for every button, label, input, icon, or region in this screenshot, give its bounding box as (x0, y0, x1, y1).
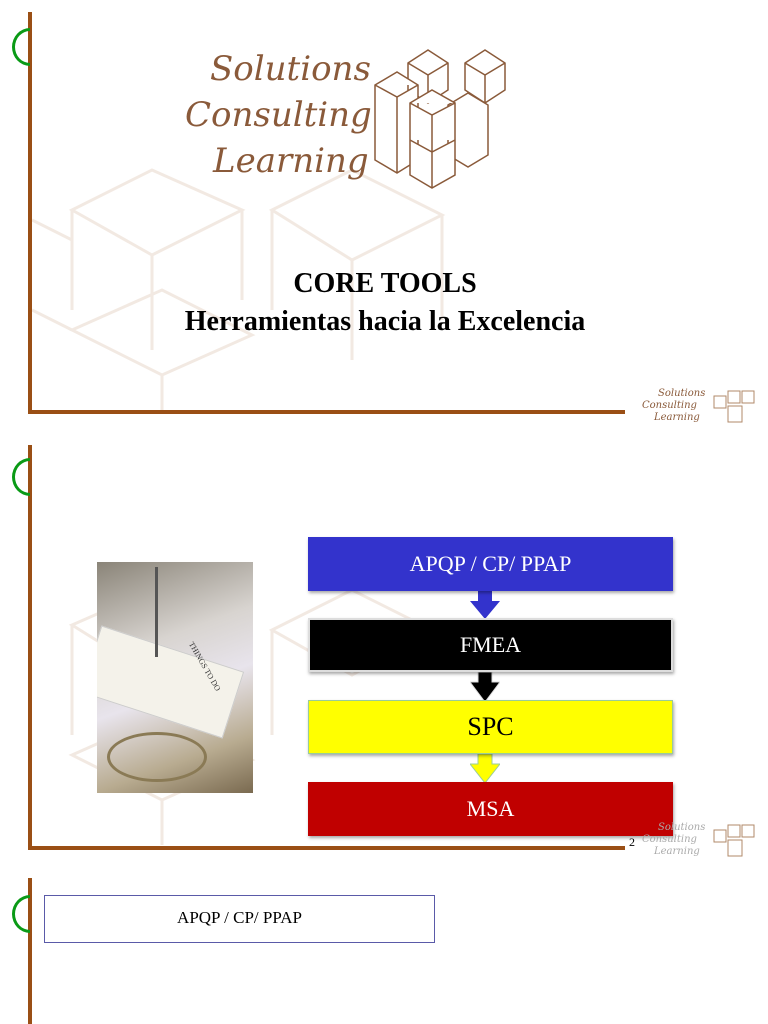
flow-step-label: FMEA (459, 632, 522, 657)
frame-vertical-line (28, 445, 32, 850)
flow-step-label: SPC (467, 712, 514, 741)
arrow-down-icon (470, 672, 500, 702)
page-number: 2 (629, 835, 635, 849)
logo-text-learning: Learning (213, 141, 369, 181)
background-cubes (32, 168, 446, 410)
footer-logo: Solutions Consulting Learning (640, 388, 760, 426)
frame-horizontal-line (28, 846, 625, 850)
flow-step-label: APQP / CP/ PPAP (409, 551, 572, 576)
footer-logo-cubes-icon (713, 390, 755, 423)
frame-horizontal-line (28, 410, 625, 414)
paper-pad (97, 625, 245, 739)
footer-logo-text: Learning (654, 846, 700, 857)
slide-subtitle: Herramientas hacia la Excelencia (184, 306, 586, 337)
logo-text-solutions: Solutions (210, 49, 371, 89)
footer-logo-text: Learning (654, 412, 700, 423)
slide-title: CORE TOOLS (293, 268, 477, 299)
flow-step-msa: MSA (308, 782, 673, 836)
footer-logo: Solutions Consulting Learning (640, 822, 760, 860)
spiral-base (107, 732, 207, 782)
flow-step-spc: SPC (308, 700, 673, 754)
heading-box-label: APQP / CP/ PPAP (177, 908, 302, 927)
logo-cubes-icon (374, 49, 506, 189)
frame-vertical-line (28, 12, 32, 414)
frame-vertical-line (28, 878, 32, 1024)
flow-step-label: MSA (466, 796, 515, 821)
flow-step-fmea: FMEA (308, 618, 673, 672)
company-logo: Solutions Consulting Learning (185, 45, 525, 195)
spike-pin (155, 567, 158, 657)
heading-box: APQP / CP/ PPAP (44, 895, 435, 943)
logo-text-consulting: Consulting (185, 95, 372, 135)
footer-logo-text: Solutions (658, 822, 706, 833)
footer-logo-text: Solutions (658, 388, 706, 399)
arrow-down-icon (470, 591, 500, 619)
footer-logo-cubes-icon (713, 824, 755, 857)
flow-step-apqp: APQP / CP/ PPAP (308, 537, 673, 591)
footer-logo-text: Consulting (642, 400, 697, 411)
things-to-do-image: THINGS TO DO (97, 562, 253, 793)
footer-logo-text: Consulting (642, 834, 697, 845)
arrow-down-icon (470, 754, 500, 783)
